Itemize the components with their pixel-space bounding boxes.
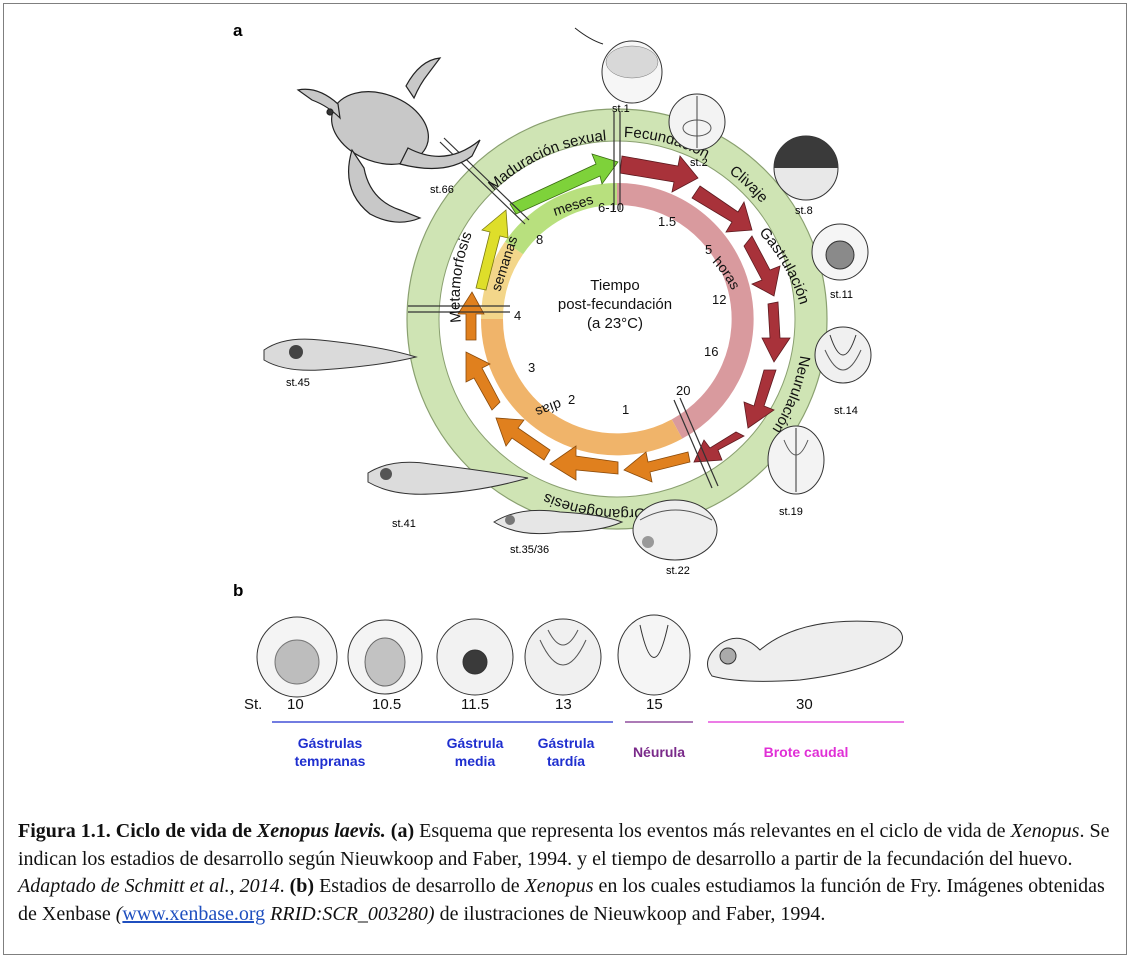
center-line-2: post-fecundación bbox=[558, 296, 672, 313]
caption-genus-1: Xenopus bbox=[1011, 820, 1080, 842]
stage-st1: st.1 bbox=[612, 103, 630, 115]
caption-text-1: Esquema que representa los eventos más r… bbox=[414, 820, 1010, 842]
stage-st11: st.11 bbox=[830, 289, 853, 301]
caption-species: Xenopus laevis. bbox=[257, 820, 386, 842]
group-gastrulas-tempranas-1: Gástrulas bbox=[298, 735, 363, 751]
caption-fig-label: Figura 1.1. Ciclo de vida de bbox=[18, 820, 257, 842]
figure-caption: Figura 1.1. Ciclo de vida de Xenopus lae… bbox=[18, 818, 1116, 928]
stage-st8: st.8 bbox=[795, 205, 813, 217]
stage-b-11-5: 11.5 bbox=[461, 696, 489, 713]
group-gastrula-tardia-1: Gástrula bbox=[538, 735, 595, 751]
illustration-st22 bbox=[633, 500, 717, 560]
group-gastrula-media-2: media bbox=[455, 753, 496, 769]
caption-a-marker: (a) bbox=[391, 820, 414, 842]
time-d2: 2 bbox=[568, 392, 575, 407]
stage-st14: st.14 bbox=[834, 405, 858, 417]
time-20: 20 bbox=[676, 383, 690, 398]
stage-b-30: 30 bbox=[796, 696, 813, 713]
time-d4: 4 bbox=[514, 308, 521, 323]
time-d1: 1 bbox=[622, 402, 629, 417]
group-gastrulas-tempranas-2: tempranas bbox=[295, 753, 366, 769]
caption-text-6: de ilustraciones de Nieuwkoop and Faber,… bbox=[435, 903, 826, 925]
stage-st66: st.66 bbox=[430, 184, 454, 196]
time-12: 12 bbox=[712, 292, 726, 307]
illustration-st1 bbox=[575, 28, 662, 103]
stage-b-10: 10 bbox=[287, 696, 304, 713]
center-line-3: (a 23°C) bbox=[587, 315, 643, 332]
panel-b-embryos bbox=[257, 615, 903, 697]
stage-st35: st.35/36 bbox=[510, 544, 549, 556]
panel-b-label: b bbox=[233, 581, 243, 600]
stage-st2: st.2 bbox=[690, 157, 708, 169]
time-d3: 3 bbox=[528, 360, 535, 375]
stage-st19: st.19 bbox=[779, 506, 803, 518]
caption-genus-2: Xenopus bbox=[525, 875, 594, 897]
center-line-1: Tiempo bbox=[590, 277, 639, 294]
caption-text-4: Estadios de desarrollo de bbox=[314, 875, 525, 897]
illustration-st45 bbox=[264, 339, 416, 370]
stage-b-13: 13 bbox=[555, 696, 572, 713]
illustration-st2 bbox=[669, 94, 725, 150]
caption-adapted: Adaptado de Schmitt et al., 2014 bbox=[18, 875, 280, 897]
panel-a-label: a bbox=[233, 21, 243, 40]
illustration-st14 bbox=[815, 327, 871, 383]
stage-st41: st.41 bbox=[392, 518, 416, 530]
time-6-10: 6-10 bbox=[598, 200, 624, 215]
time-16: 16 bbox=[704, 344, 718, 359]
caption-text-3: . bbox=[280, 875, 290, 897]
time-w8: 8 bbox=[536, 232, 543, 247]
stage-st22: st.22 bbox=[666, 565, 690, 577]
group-gastrula-media-1: Gástrula bbox=[447, 735, 504, 751]
xenbase-link[interactable]: www.xenbase.org bbox=[122, 903, 265, 925]
st-prefix: St. bbox=[244, 696, 262, 713]
stage-st45: st.45 bbox=[286, 377, 310, 389]
caption-rrid: RRID:SCR_003280) bbox=[265, 903, 434, 925]
figure-graphic: a bbox=[0, 0, 1132, 800]
illustration-st8 bbox=[774, 136, 838, 200]
stage-b-10-5: 10.5 bbox=[372, 696, 401, 713]
time-1-5: 1.5 bbox=[658, 214, 676, 229]
stage-b-15: 15 bbox=[646, 696, 663, 713]
group-gastrula-tardia-2: tardía bbox=[547, 753, 585, 769]
caption-b-marker: (b) bbox=[290, 875, 314, 897]
illustration-st11 bbox=[812, 224, 868, 280]
time-5: 5 bbox=[705, 242, 712, 257]
illustration-st19 bbox=[768, 426, 824, 494]
group-neurula: Néurula bbox=[633, 744, 685, 760]
group-brote-caudal: Brote caudal bbox=[764, 744, 849, 760]
